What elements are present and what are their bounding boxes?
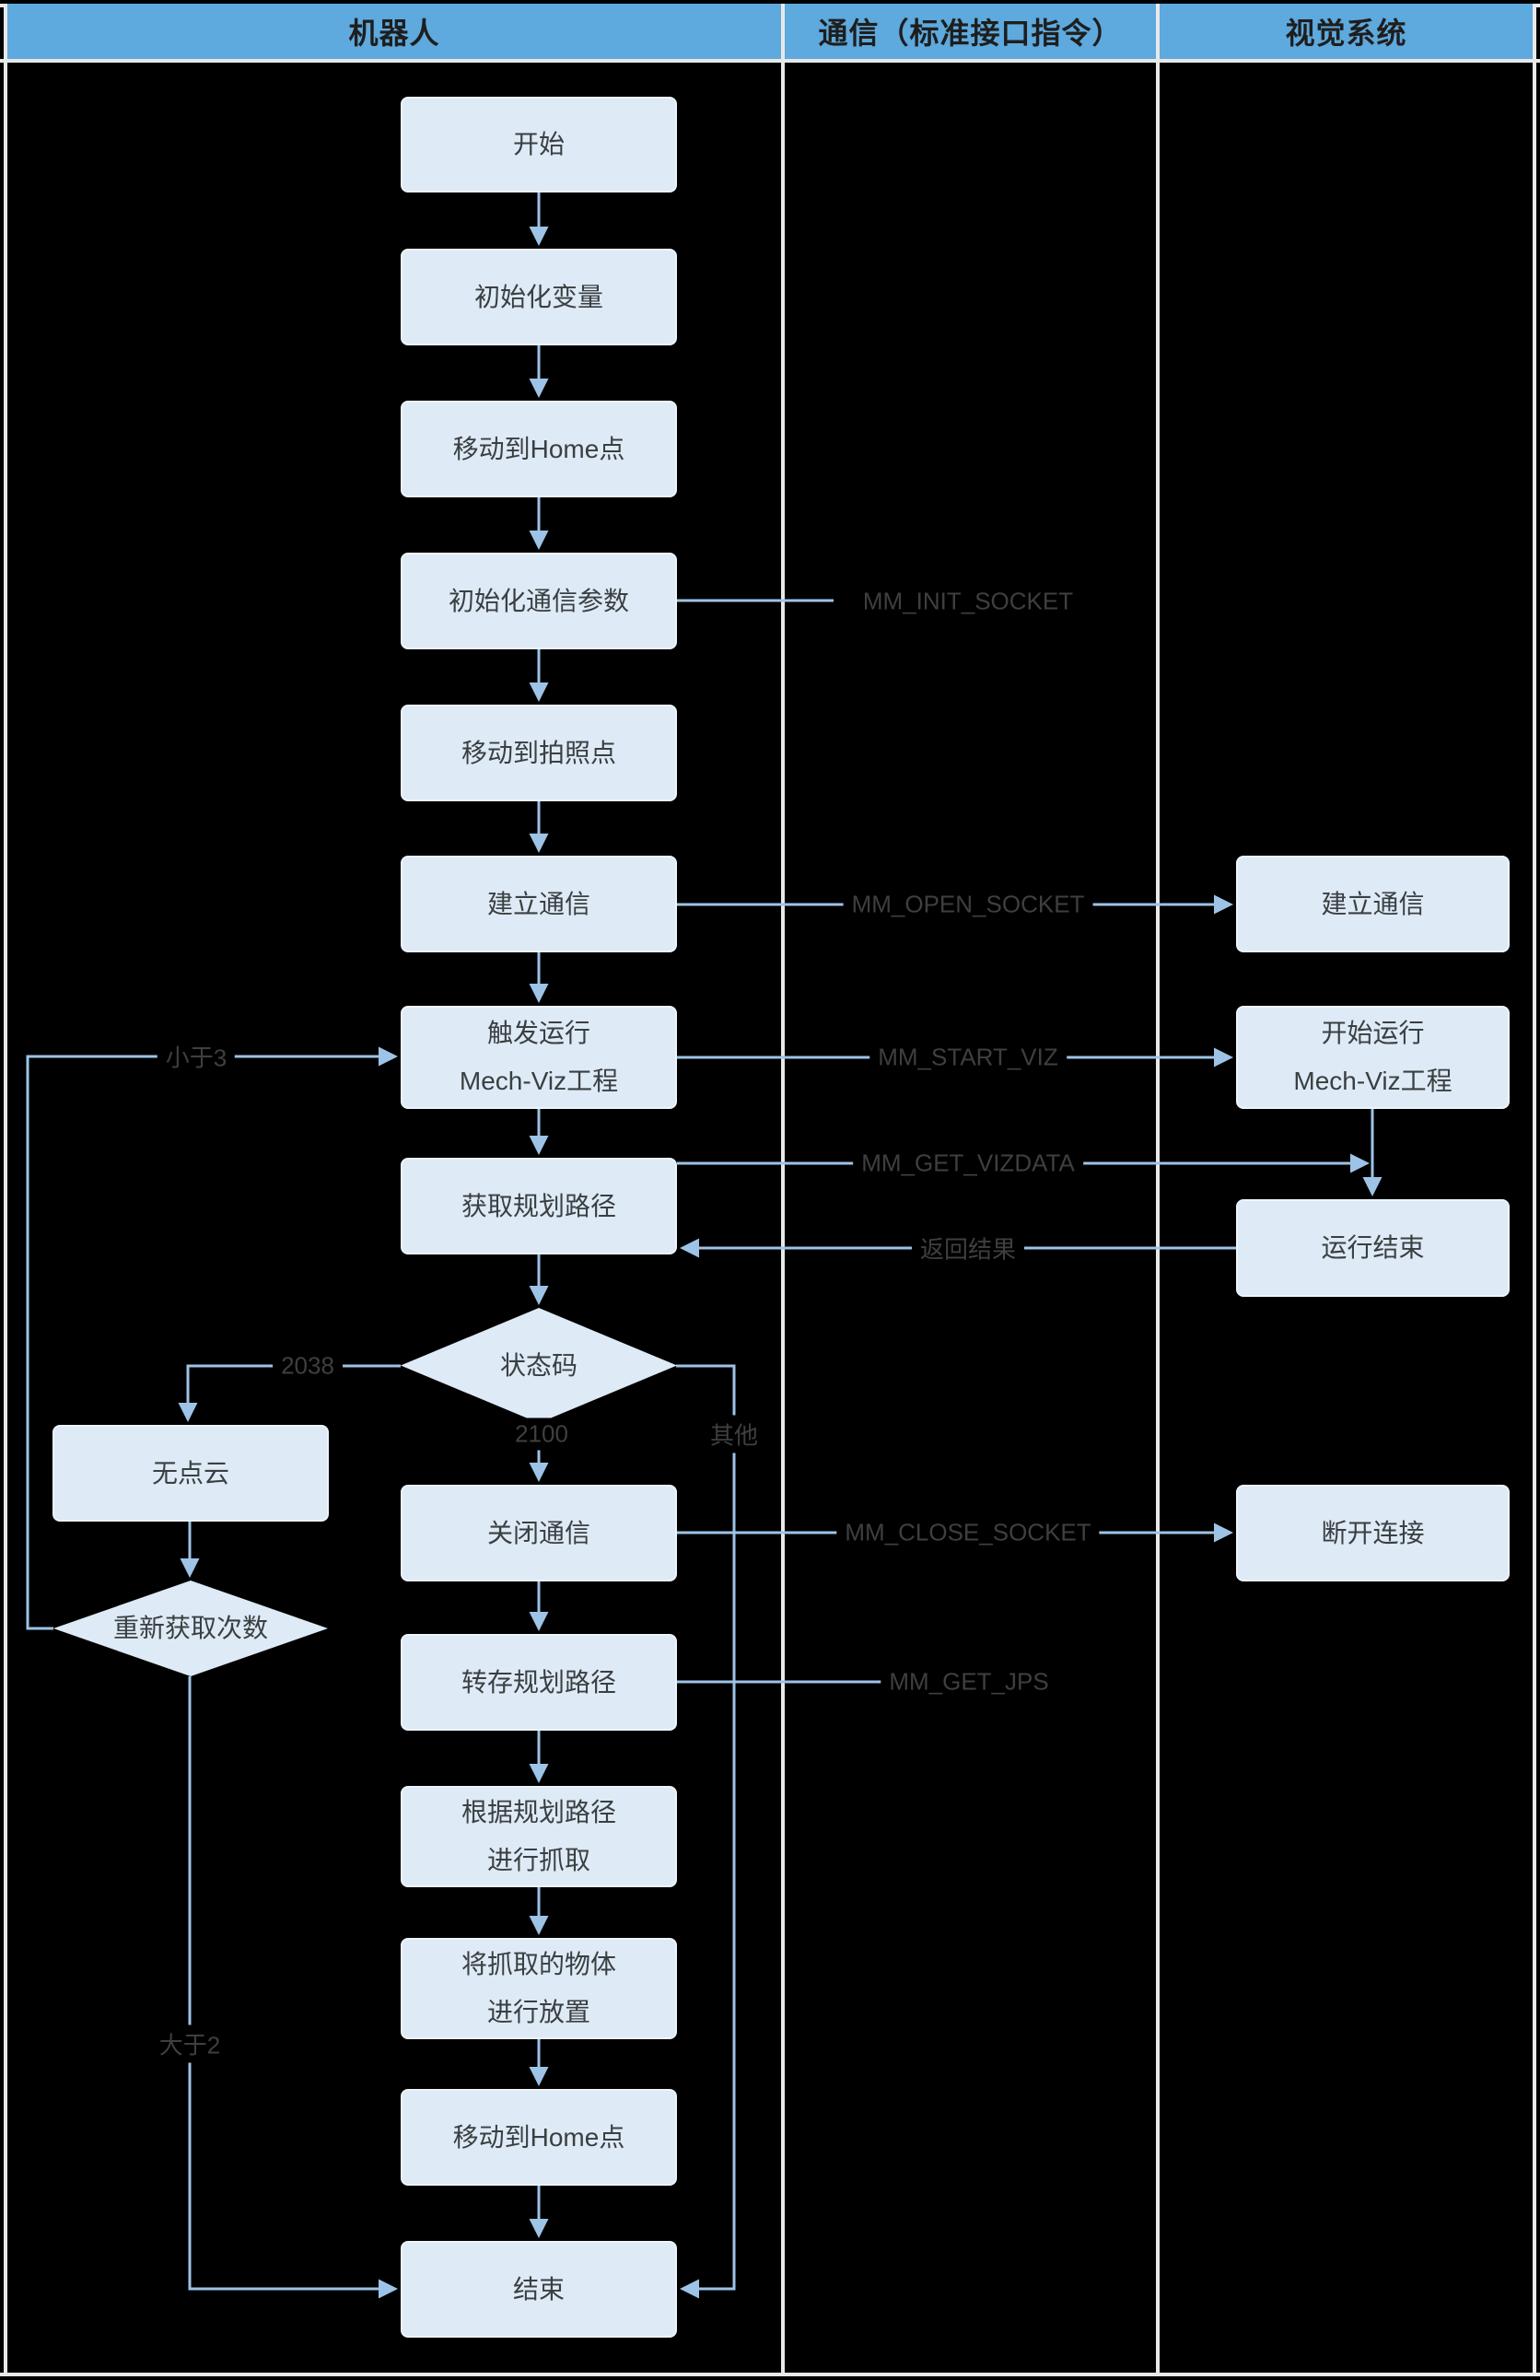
edge-retry-trigger-loop bbox=[26, 1046, 398, 1630]
node-save-path: 转存规划路径 bbox=[401, 1634, 677, 1731]
node-get-path: 获取规划路径 bbox=[401, 1158, 677, 1254]
node-close-comm: 关闭通信 bbox=[401, 1485, 677, 1581]
node-vision-run-end: 运行结束 bbox=[1236, 1199, 1510, 1297]
lane-divider-2 bbox=[1156, 4, 1160, 2373]
edge-label-mm-close-socket: MM_CLOSE_SOCKET bbox=[836, 1516, 1100, 1549]
node-trigger-viz: 触发运行 Mech-Viz工程 bbox=[401, 1006, 677, 1109]
node-no-point-cloud: 无点云 bbox=[52, 1425, 329, 1522]
lane-header-robot: 机器人 bbox=[7, 4, 781, 59]
header-underline bbox=[0, 59, 1540, 63]
edge-retry-end-greater2 bbox=[188, 1676, 398, 2299]
lane-header-vision: 视觉系统 bbox=[1160, 4, 1533, 59]
edge-label-2038: 2038 bbox=[273, 1349, 343, 1382]
node-establish-comm: 建立通信 bbox=[401, 856, 677, 952]
edge-label-less-than-3: 小于3 bbox=[157, 1037, 236, 1076]
edge-label-2100: 2100 bbox=[507, 1418, 577, 1451]
border-left bbox=[4, 4, 7, 2376]
edge-label-mm-open-socket: MM_OPEN_SOCKET bbox=[843, 888, 1093, 921]
node-vision-start-viz: 开始运行 Mech-Viz工程 bbox=[1236, 1006, 1510, 1109]
node-move-home-1: 移动到Home点 bbox=[401, 401, 677, 497]
edge-label-other: 其他 bbox=[701, 1415, 767, 1453]
node-start: 开始 bbox=[401, 97, 677, 192]
border-right bbox=[1533, 4, 1536, 2376]
edge-label-return-result: 返回结果 bbox=[911, 1229, 1025, 1267]
node-place: 将抓取的物体 进行放置 bbox=[401, 1938, 677, 2039]
node-grab: 根据规划路径 进行抓取 bbox=[401, 1786, 677, 1887]
edge-label-mm-get-vizdata: MM_GET_VIZDATA bbox=[853, 1147, 1083, 1180]
lane-divider-1 bbox=[781, 4, 785, 2373]
edge-label-greater-than-2: 大于2 bbox=[150, 2024, 229, 2063]
node-move-photo: 移动到拍照点 bbox=[401, 705, 677, 801]
border-bottom bbox=[0, 2373, 1540, 2376]
node-move-home-2: 移动到Home点 bbox=[401, 2089, 677, 2186]
edge-label-mm-init-socket: MM_INIT_SOCKET bbox=[854, 585, 1082, 618]
edge-label-mm-start-viz: MM_START_VIZ bbox=[869, 1041, 1067, 1074]
edge-status-end-other bbox=[676, 1364, 736, 2299]
node-init-comm-params: 初始化通信参数 bbox=[401, 553, 677, 649]
node-init-vars: 初始化变量 bbox=[401, 249, 677, 345]
node-vision-establish-comm: 建立通信 bbox=[1236, 856, 1510, 952]
node-vision-disconnect: 断开连接 bbox=[1236, 1485, 1510, 1581]
lane-header-communication: 通信（标准接口指令） bbox=[785, 4, 1156, 59]
node-end: 结束 bbox=[401, 2241, 677, 2338]
edge-label-mm-get-jps: MM_GET_JPS bbox=[881, 1665, 1057, 1698]
